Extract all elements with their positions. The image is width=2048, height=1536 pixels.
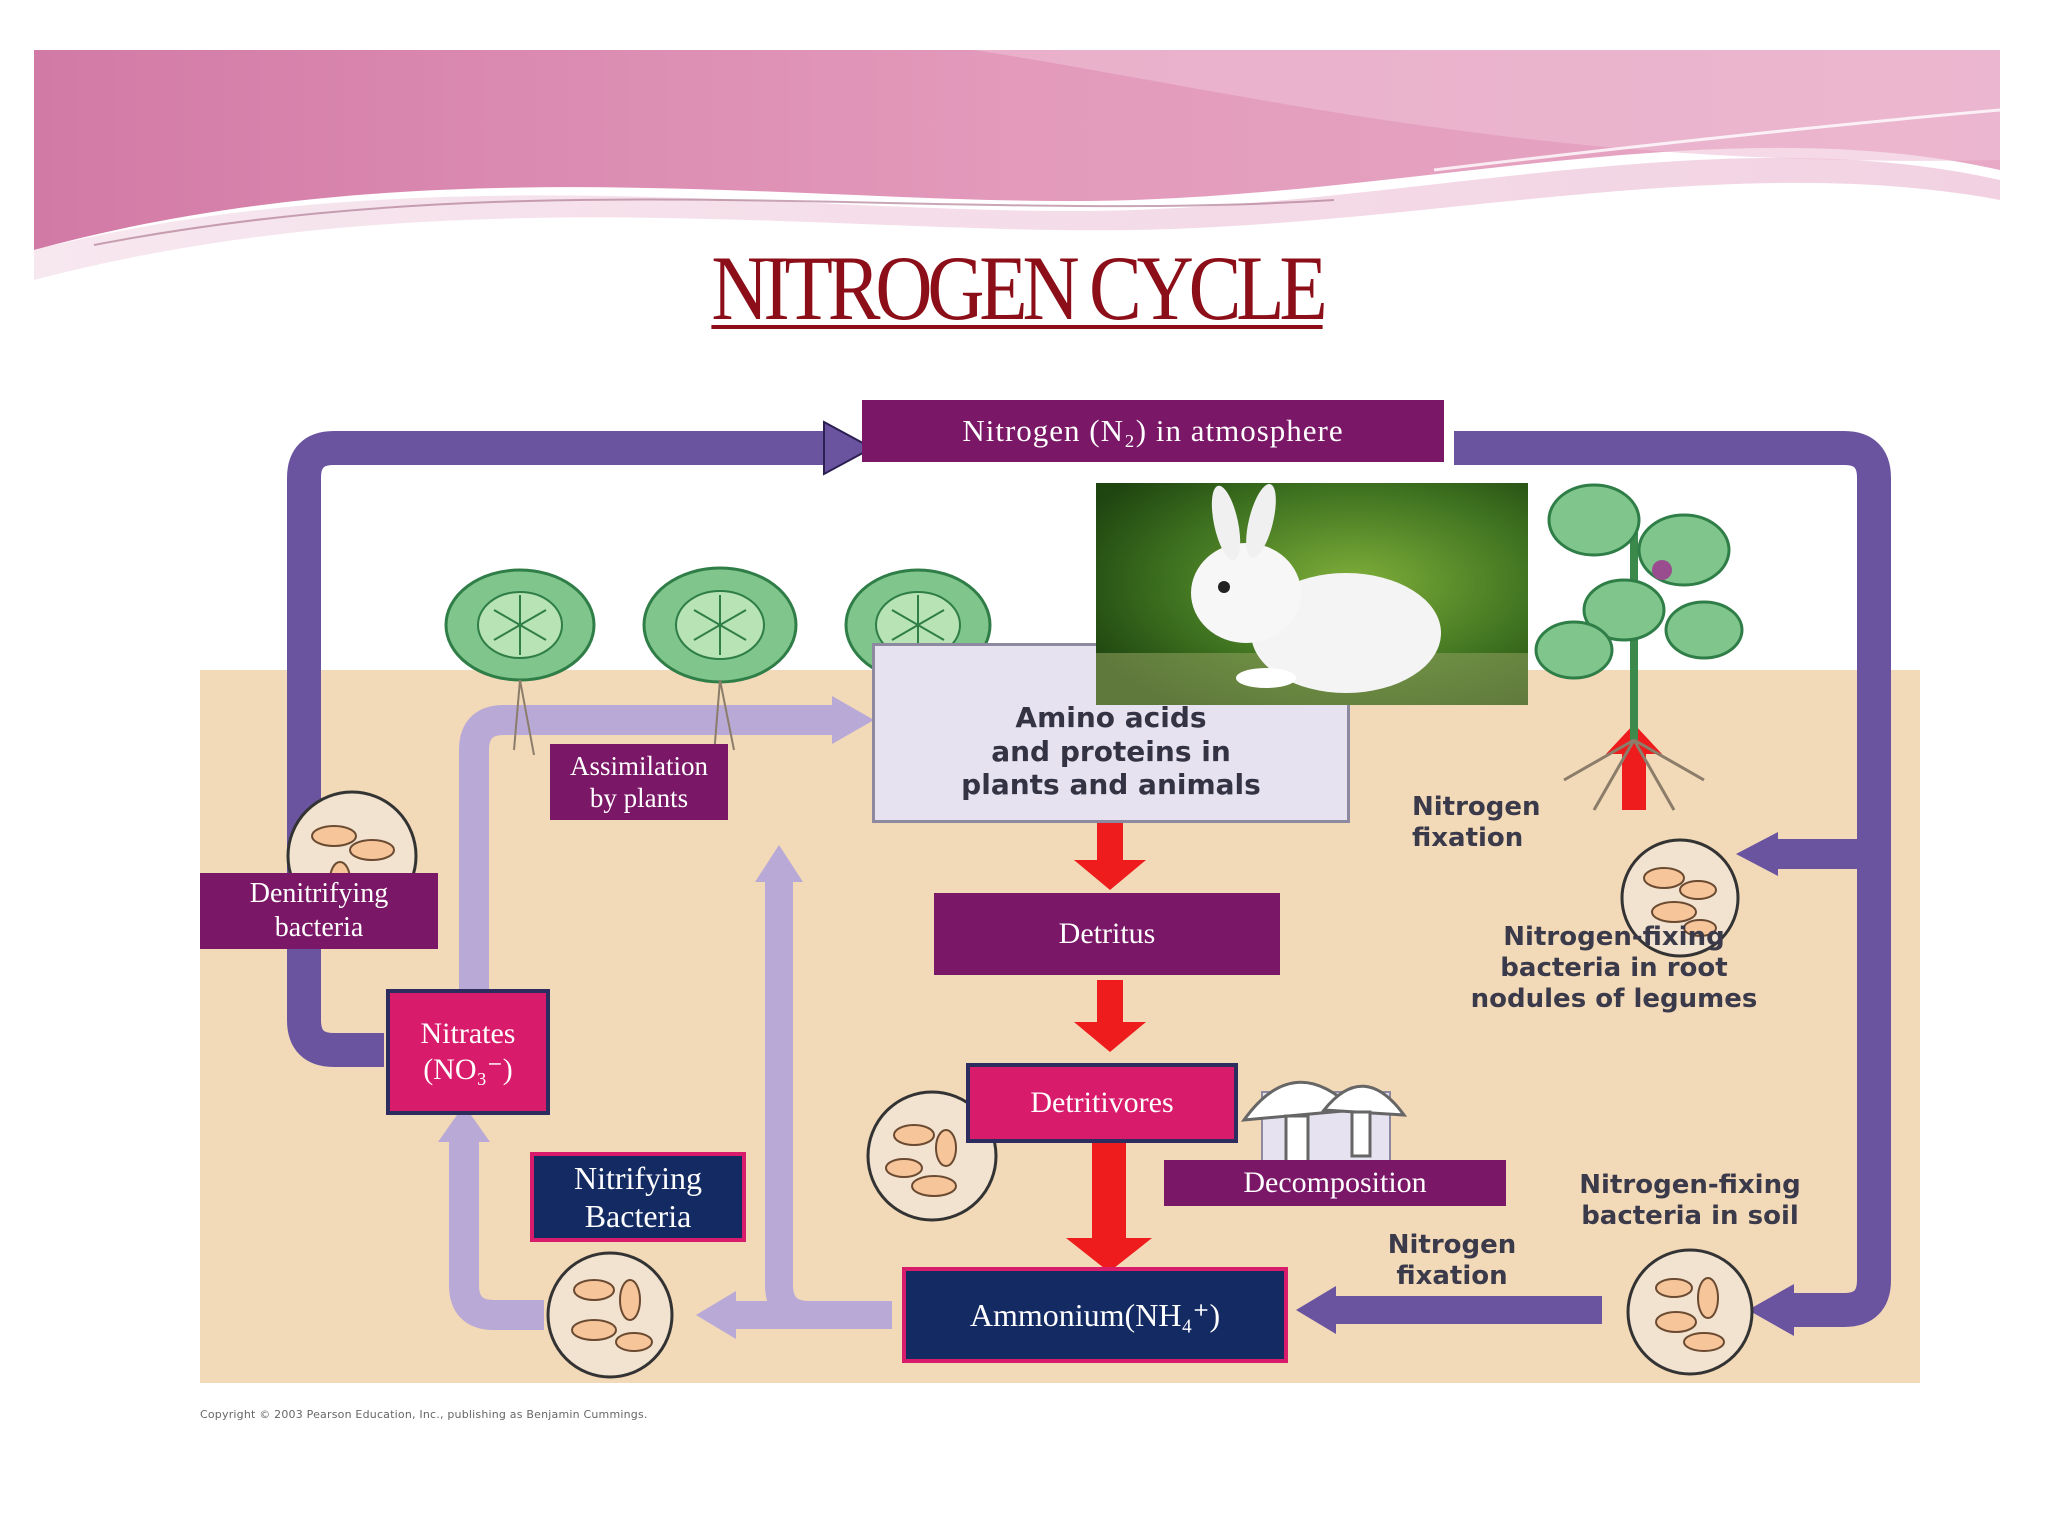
root-nodule-bacteria-label: Nitrogen-fixing bacteria in root nodules…	[1434, 922, 1794, 1016]
bacteria-icon-detritivores	[866, 1090, 998, 1222]
denitrification-arrow	[287, 431, 824, 1067]
root-bacteria-line-2: bacteria in root	[1500, 953, 1728, 984]
bacteria-icon-nitrifying	[546, 1251, 674, 1379]
detritus-label: Detritus	[934, 893, 1280, 975]
bacteria-icon-root-nodules	[1620, 838, 1740, 958]
detritivores-label: Detritivores	[966, 1063, 1238, 1143]
amino-line-1: Amino acids	[1015, 701, 1207, 735]
rabbit-photo	[1096, 483, 1528, 705]
slide: NITROGEN CYCLE	[34, 50, 2000, 1430]
nitrifying-bacteria-label: Nitrifying Bacteria	[530, 1152, 746, 1242]
atmosphere-label: Nitrogen (N₂) in atmosphere	[862, 400, 1444, 462]
root-bacteria-line-1: Nitrogen-fixing	[1503, 922, 1725, 952]
cabbage-icon-1	[444, 568, 596, 682]
soil-bacteria-line-1: Nitrogen-fixing	[1579, 1170, 1801, 1200]
copyright-text: Copyright © 2003 Pearson Education, Inc.…	[200, 1408, 648, 1421]
cabbage-icon-2	[642, 566, 798, 684]
fixation-bottom-line-2: fixation	[1396, 1261, 1508, 1292]
fixation-loop-arrow	[1454, 431, 1891, 1327]
fixation-top-line-1: Nitrogen	[1412, 792, 1541, 822]
fixation-bottom-line-1: Nitrogen	[1387, 1230, 1517, 1260]
amino-line-3: plants and animals	[961, 768, 1261, 802]
decomposition-label: Decomposition	[1164, 1160, 1506, 1206]
nitrates-line-1: Nitrates	[420, 1017, 516, 1050]
denitrifying-bacteria-label: Denitrifying bacteria	[200, 873, 438, 949]
header-banner	[34, 50, 2000, 280]
nitrifying-line-2: Bacteria	[584, 1198, 692, 1234]
assimilation-label: Assimilation by plants	[550, 744, 728, 820]
ammonium-label: Ammonium(NH₄⁺)	[902, 1267, 1288, 1363]
nitrifying-line-1: Nitrifying	[574, 1159, 702, 1196]
root-bacteria-line-3: nodules of legumes	[1470, 984, 1758, 1015]
amino-line-2: and proteins in	[991, 734, 1231, 768]
soil-bacteria-line-2: bacteria in soil	[1581, 1201, 1799, 1232]
denitrifying-line-2: bacteria	[274, 912, 364, 943]
assimilation-line-1: Assimilation	[569, 750, 708, 781]
denitrifying-line-1: Denitrifying	[249, 878, 389, 910]
nitrates-label: Nitrates (NO₃⁻)	[386, 989, 550, 1115]
nitrates-line-2: (NO₃⁻)	[423, 1053, 513, 1086]
assimilation-arrow	[459, 705, 834, 1015]
fixation-top-line-2: fixation	[1412, 823, 1524, 854]
legume-plant-icon	[1534, 483, 1744, 811]
soil-bacteria-label: Nitrogen-fixing bacteria in soil	[1546, 1170, 1834, 1232]
assimilation-line-2: by plants	[589, 783, 689, 813]
nitrogen-fixation-top-label: Nitrogen fixation	[1412, 792, 1552, 854]
nitrogen-fixation-bottom-label: Nitrogen fixation	[1362, 1230, 1542, 1292]
bacteria-icon-soil	[1626, 1248, 1754, 1376]
page-title: NITROGEN CYCLE	[711, 237, 1327, 339]
